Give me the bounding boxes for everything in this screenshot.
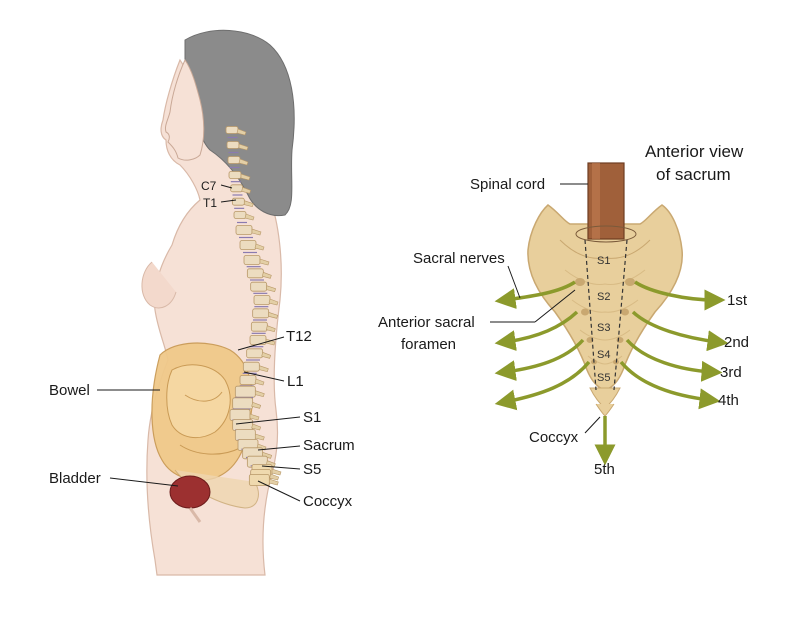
- side-view-leader-lines: [97, 184, 301, 502]
- nerve-label-2nd: 2nd: [724, 334, 750, 351]
- nerve-label-4th: 4th: [718, 392, 739, 409]
- spinous-process: [261, 351, 272, 359]
- vertebra: [248, 474, 270, 486]
- label-bowel: Bowel: [49, 382, 90, 399]
- nerve-label-1st: 1st: [727, 292, 748, 309]
- label-c7: C7: [201, 179, 217, 193]
- anterior-view-title-line1: Anterior view: [645, 142, 744, 161]
- vertebra: [233, 211, 247, 219]
- vertebra: [253, 295, 271, 305]
- spinal-column: [225, 126, 282, 486]
- vertebra: [230, 184, 244, 193]
- vertebra: [252, 308, 270, 319]
- vertebra: [239, 240, 257, 250]
- label-l1: L1: [287, 373, 304, 390]
- spinous-process: [251, 401, 262, 409]
- vertebra: [239, 375, 257, 385]
- spinous-process: [261, 271, 272, 279]
- spinous-process: [265, 325, 276, 333]
- label-anterior-sacral-foramen-1: Anterior sacral: [378, 314, 475, 331]
- bladder: [169, 475, 211, 523]
- vertebra: [235, 225, 253, 235]
- spinous-process: [269, 478, 279, 486]
- segment-s5: S5: [597, 372, 611, 384]
- anterior-view-title-line2: of sacrum: [656, 165, 731, 184]
- label-sacrum: Sacrum: [303, 437, 355, 454]
- spinous-process: [268, 298, 279, 306]
- spinous-process: [266, 285, 277, 293]
- bowel: [151, 342, 253, 481]
- spinous-process: [238, 143, 249, 151]
- spinous-process: [241, 186, 252, 194]
- label-t1: T1: [203, 196, 218, 210]
- vertebra: [232, 419, 254, 431]
- label-sacral-nerves: Sacral nerves: [413, 250, 505, 267]
- vertebra: [226, 141, 240, 149]
- spinous-process: [251, 423, 262, 431]
- anterior-view-leader-lines: [490, 183, 601, 434]
- vertebra: [250, 321, 268, 332]
- label-t12: T12: [286, 328, 312, 345]
- label-s5: S5: [303, 461, 322, 478]
- vertebra: [243, 255, 261, 265]
- vertebra: [234, 429, 256, 441]
- spinous-process: [238, 158, 249, 166]
- spinous-process: [236, 128, 247, 136]
- nerve-label-5th: 5th: [594, 461, 615, 478]
- vertebra: [234, 385, 256, 398]
- label-s1: S1: [303, 409, 322, 426]
- spinous-process: [259, 258, 270, 266]
- label-coccyx-anterior: Coccyx: [529, 429, 579, 446]
- segment-s4: S4: [597, 349, 611, 361]
- spinous-process: [259, 365, 269, 373]
- spinous-process: [268, 311, 279, 319]
- vertebra: [232, 397, 254, 410]
- vertebra: [231, 197, 245, 206]
- vertebra: [246, 268, 264, 279]
- sacral-nerve-arrows: [494, 280, 729, 466]
- coccyx-bone: [589, 387, 621, 417]
- segment-s2: S2: [597, 291, 611, 303]
- label-coccyx-side: Coccyx: [303, 493, 353, 510]
- nerve-label-3rd: 3rd: [720, 364, 742, 381]
- spinous-process: [271, 468, 282, 476]
- spinous-process: [249, 413, 260, 421]
- label-bladder: Bladder: [49, 470, 101, 487]
- vertebra: [228, 171, 242, 179]
- spinous-process: [244, 200, 254, 208]
- spinous-process: [251, 228, 262, 236]
- label-spinal-cord: Spinal cord: [470, 176, 546, 193]
- face: [165, 59, 205, 161]
- spinal-cord: [575, 162, 637, 243]
- segment-s3: S3: [597, 322, 611, 334]
- spinous-process: [254, 243, 265, 251]
- spinous-process: [255, 390, 265, 398]
- spinous-process: [269, 473, 280, 481]
- vertebra: [225, 126, 239, 134]
- segment-s1: S1: [597, 255, 611, 267]
- vertebra: [227, 156, 241, 164]
- spinous-process: [244, 213, 255, 221]
- vertebra: [229, 409, 251, 421]
- vertebra: [250, 281, 268, 292]
- spinous-process: [254, 378, 265, 386]
- label-anterior-sacral-foramen-2: foramen: [401, 336, 457, 353]
- vertebra: [242, 361, 260, 372]
- spinous-process: [255, 433, 265, 441]
- vertebra: [246, 348, 264, 359]
- spinous-process: [240, 173, 251, 181]
